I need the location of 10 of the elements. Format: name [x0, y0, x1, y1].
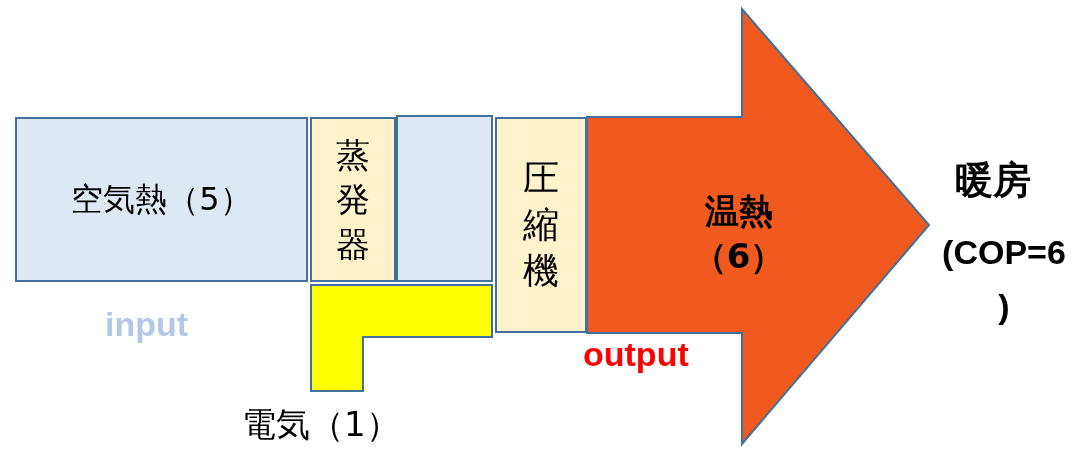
heat-box: 空気熱（5） [15, 117, 308, 282]
caption: (COP=6 ) [941, 232, 1067, 328]
caption: output [583, 335, 689, 374]
heading: 暖房 [955, 158, 1031, 203]
box [396, 115, 493, 282]
node-label: 電気（1） [242, 403, 400, 446]
node-label: 温熱（6） [691, 190, 786, 278]
caption: input [105, 305, 189, 344]
evaporator-box: 蒸発器 [310, 117, 396, 282]
compressor-box: 圧縮機 [495, 117, 587, 333]
